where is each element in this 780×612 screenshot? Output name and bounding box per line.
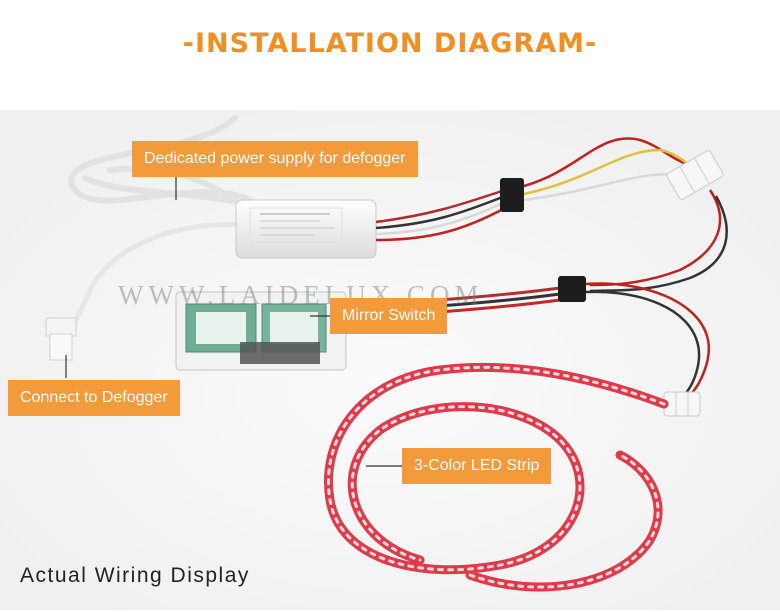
callout-mirror-switch: Mirror Switch xyxy=(330,298,448,334)
mirror-switch-board xyxy=(175,291,347,371)
wire-connector-middle xyxy=(558,276,586,302)
defogger-connector xyxy=(45,317,77,361)
callout-leaders xyxy=(65,177,402,467)
wire-connector-top xyxy=(500,178,524,212)
page-title: -INSTALLATION DIAGRAM- xyxy=(182,28,598,59)
supply-wires xyxy=(375,188,506,242)
led-connector xyxy=(663,391,701,417)
junction-connector xyxy=(666,150,724,200)
callout-power-supply: Dedicated power supply for defogger xyxy=(132,141,418,177)
power-supply-box xyxy=(235,199,377,259)
callout-led-strip: 3-Color LED Strip xyxy=(402,448,552,484)
led-strip-coil xyxy=(324,362,669,592)
callout-defogger: Connect to Defogger xyxy=(8,380,180,416)
caption: Actual Wiring Display xyxy=(20,564,250,587)
